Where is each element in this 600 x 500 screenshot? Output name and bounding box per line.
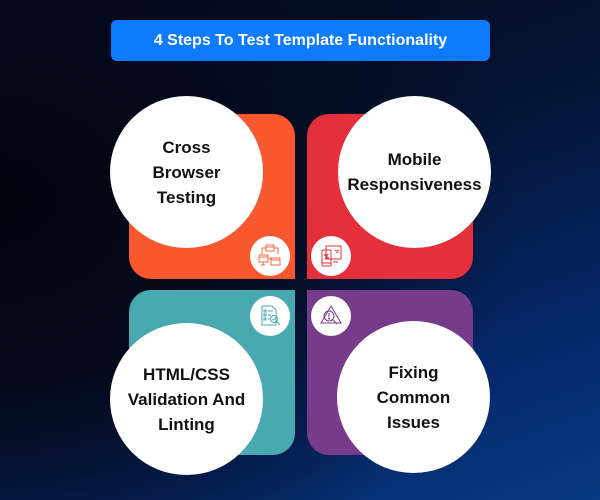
step-circle-2: Mobile Responsiveness xyxy=(338,96,491,248)
step-label: Fixing Common Issues xyxy=(376,362,451,432)
network-browsers-icon xyxy=(250,236,290,276)
warning-search-icon xyxy=(311,296,351,336)
page-title: 4 Steps To Test Template Functionality xyxy=(153,31,448,49)
step-label: Cross Browser Testing xyxy=(152,137,221,207)
step-circle-1: Cross Browser Testing xyxy=(110,96,263,248)
step-circle-4: Fixing Common Issues xyxy=(337,321,490,473)
mobile-desktop-icon xyxy=(311,236,351,276)
title-banner: 4 Steps To Test Template Functionality xyxy=(111,20,490,61)
step-label: HTML/CSS Validation And Linting xyxy=(127,364,246,434)
step-circle-3: HTML/CSS Validation And Linting xyxy=(110,323,263,475)
step-label: Mobile Responsiveness xyxy=(347,150,482,194)
checklist-search-icon xyxy=(250,296,290,336)
